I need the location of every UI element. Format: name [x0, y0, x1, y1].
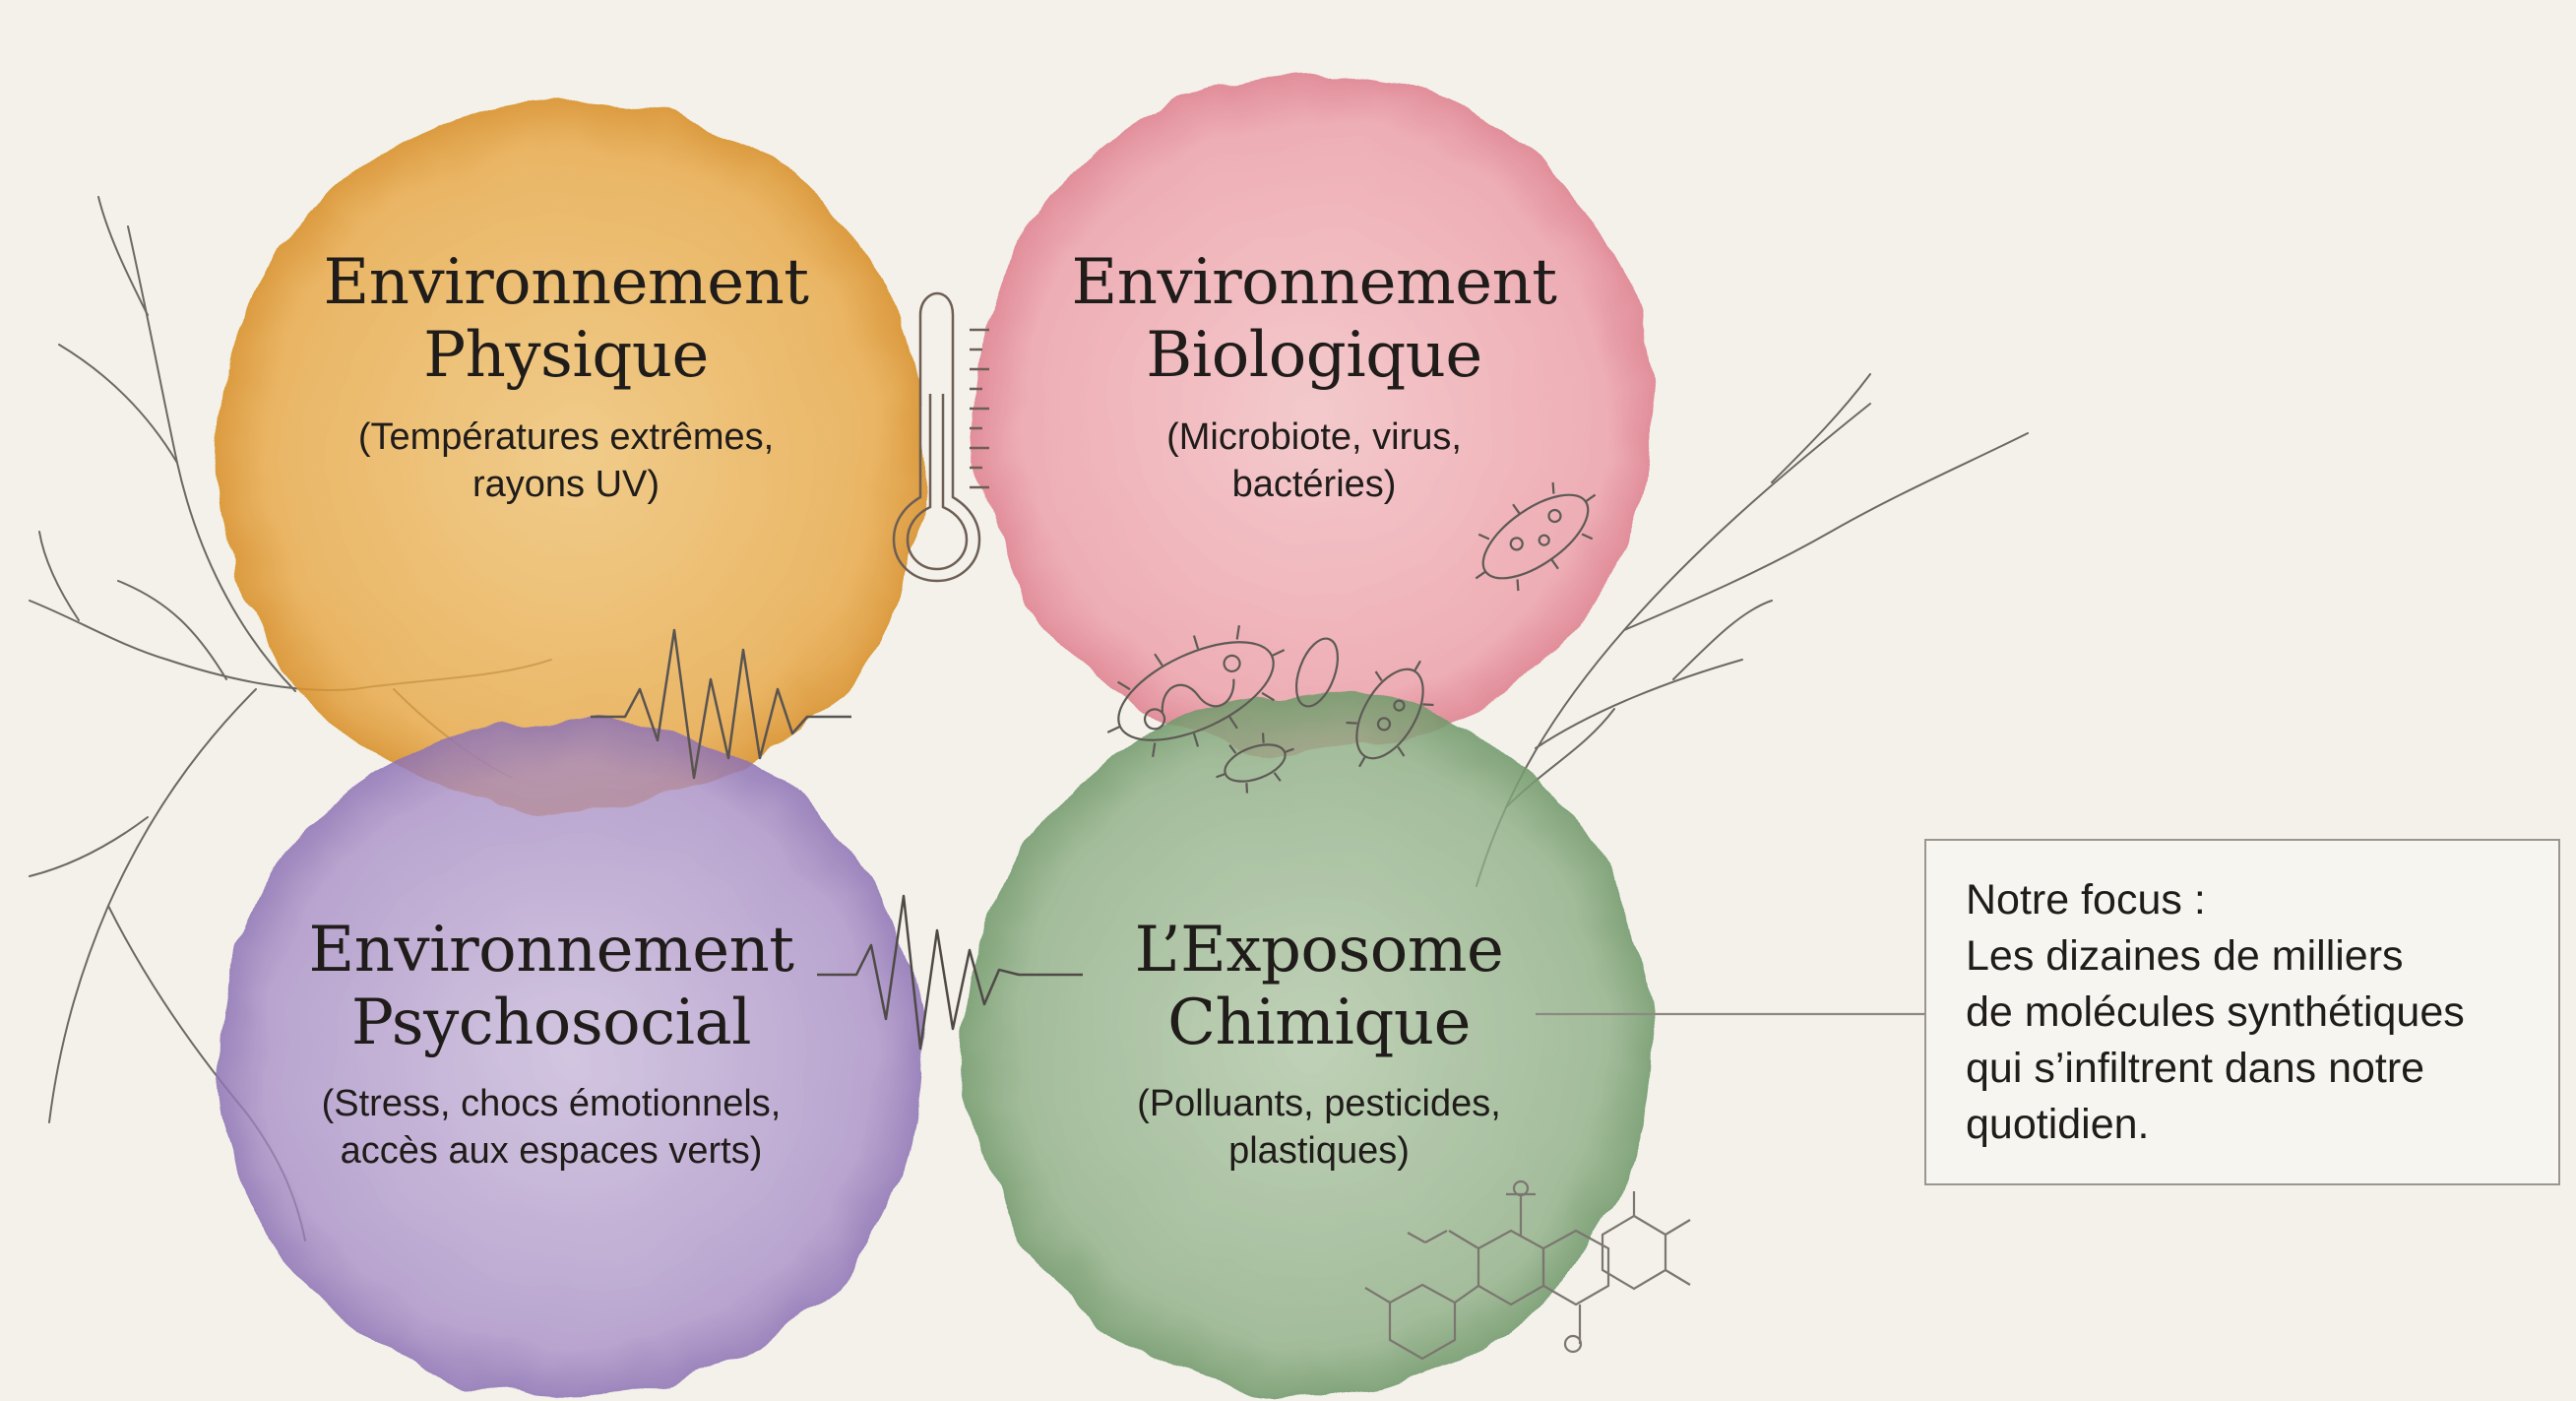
thermometer-icon: [892, 291, 989, 583]
circle-chimique: [965, 692, 1654, 1395]
subtitle-physique-line2: rayons UV): [471, 464, 660, 505]
callout-line-4: qui s’infiltrent dans notre: [1966, 1045, 2425, 1092]
title-psychosocial-line2: Psychosocial: [350, 987, 752, 1059]
title-physique-line1: Environnement: [323, 246, 810, 319]
circle-psychosocial: [217, 719, 925, 1398]
circle-physique: [217, 99, 925, 812]
title-biologique: Environnement Biologique: [1034, 246, 1595, 392]
title-physique-line2: Physique: [423, 319, 709, 392]
molecule-icon: [1364, 1179, 1691, 1361]
title-chimique: L’Exposome Chimique: [1038, 914, 1600, 1059]
wave-icon-lower: [817, 894, 1083, 1051]
wave-icon: [591, 628, 851, 780]
subtitle-chimique-line1: (Polluants, pesticides,: [1137, 1083, 1501, 1124]
title-psychosocial: Environnement Psychosocial: [271, 914, 832, 1059]
subtitle-psychosocial: (Stress, chocs émotionnels, accès aux es…: [266, 1080, 837, 1175]
title-chimique-line2: Chimique: [1167, 987, 1471, 1059]
subtitle-chimique-line2: plastiques): [1228, 1130, 1410, 1172]
subtitle-biologique-line1: (Microbiote, virus,: [1166, 416, 1462, 458]
subtitle-physique-line1: (Températures extrêmes,: [357, 416, 775, 458]
circle-biologique: [974, 74, 1654, 753]
subtitle-chimique: (Polluants, pesticides, plastiques): [1038, 1080, 1600, 1175]
bacteria-icon: [1106, 481, 1597, 794]
callout-line-5: quotidien.: [1966, 1101, 2150, 1148]
subtitle-psychosocial-line1: (Stress, chocs émotionnels,: [321, 1083, 782, 1124]
callout-line-3: de molécules synthétiques: [1966, 988, 2465, 1036]
subtitle-physique: (Températures extrêmes, rayons UV): [285, 414, 847, 508]
subtitle-biologique-line2: bactéries): [1231, 464, 1397, 505]
title-biologique-line2: Biologique: [1146, 319, 1482, 392]
subtitle-biologique: (Microbiote, virus, bactéries): [1034, 414, 1595, 508]
callout-line-1: Notre focus :: [1966, 876, 2206, 923]
focus-callout: Notre focus : Les dizaines de milliers d…: [1924, 839, 2560, 1185]
title-biologique-line1: Environnement: [1071, 246, 1558, 319]
callout-line-2: Les dizaines de milliers: [1966, 932, 2404, 980]
title-chimique-line1: L’Exposome: [1134, 914, 1504, 987]
title-psychosocial-line1: Environnement: [308, 914, 795, 987]
subtitle-psychosocial-line2: accès aux espaces verts): [340, 1130, 763, 1172]
title-physique: Environnement Physique: [285, 246, 847, 392]
